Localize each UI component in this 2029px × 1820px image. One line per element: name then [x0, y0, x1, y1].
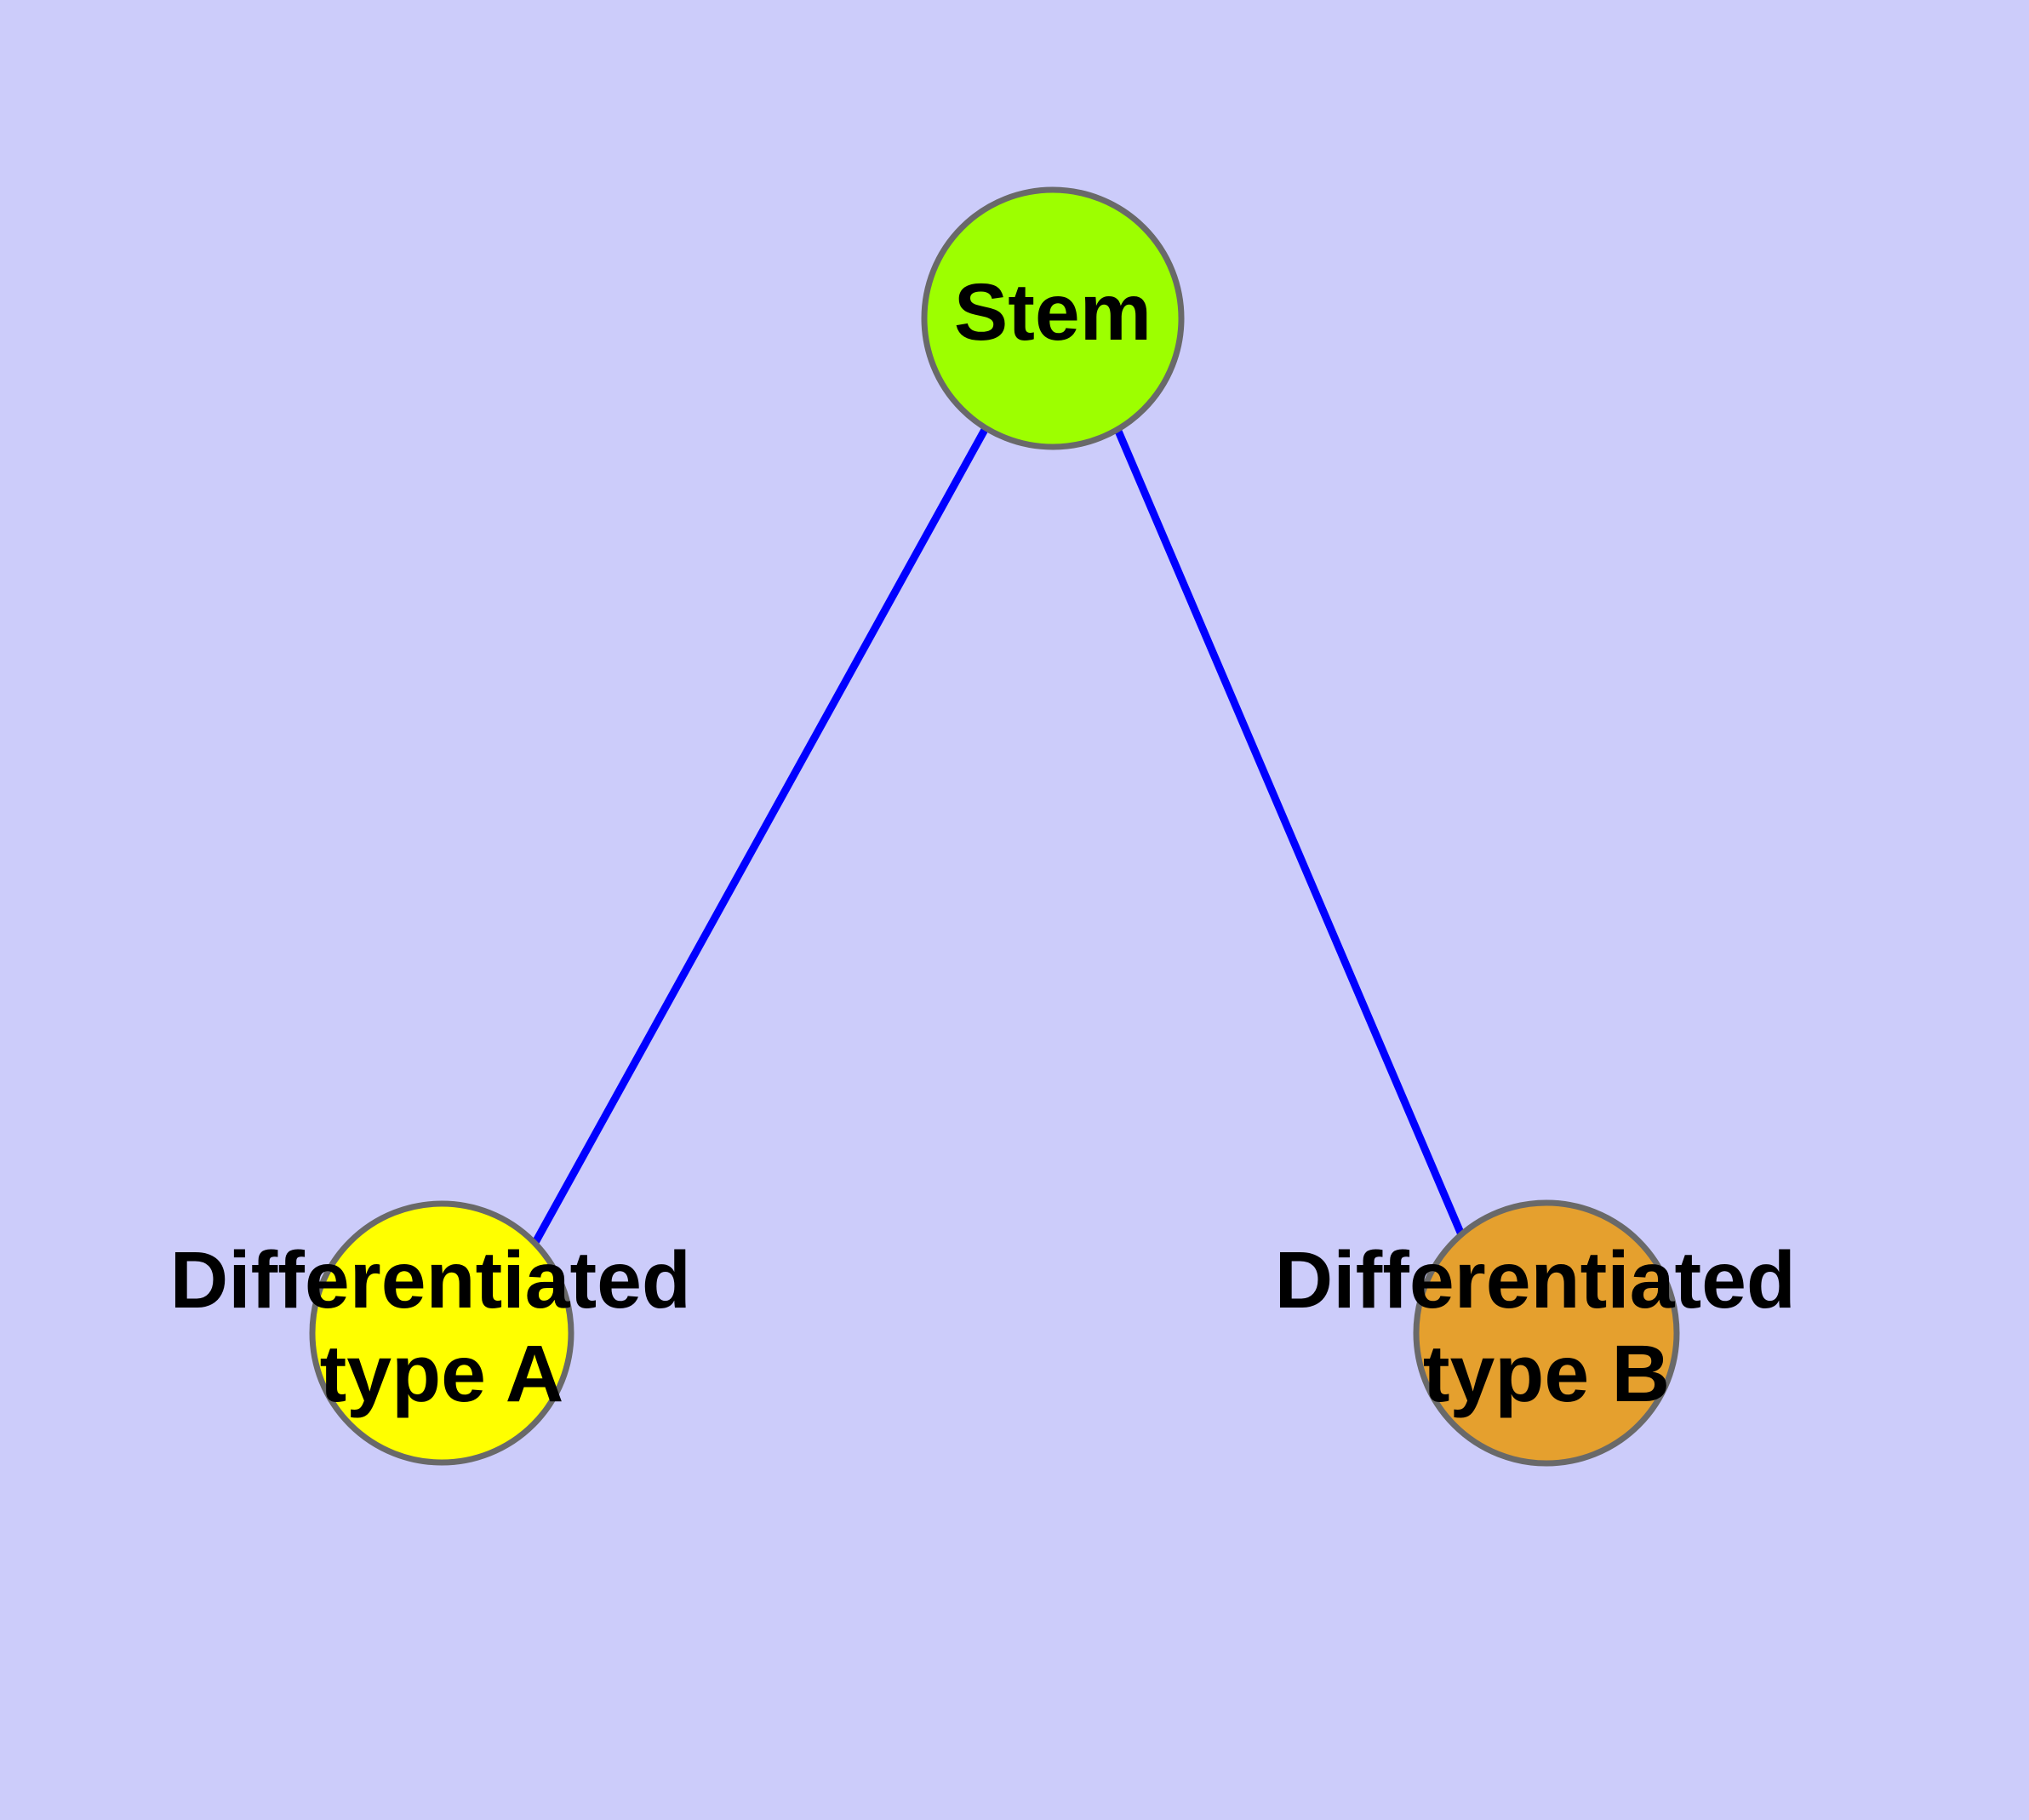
node-differentiated-type-b[interactable]: Differentiated type B [1275, 1199, 1819, 1467]
edge-stem-to-differentiated-type-a[interactable] [529, 426, 989, 1250]
node-differentiated-type-a-label-line-2: type A [320, 1329, 564, 1419]
node-differentiated-type-a[interactable]: Differentiated type A [170, 1200, 714, 1466]
edges-group [529, 426, 1470, 1250]
node-differentiated-type-b-label-line-1: Differentiated [1275, 1235, 1796, 1325]
node-stem[interactable]: Stem [921, 186, 1185, 450]
node-stem-label: Stem [954, 267, 1152, 358]
node-differentiated-type-a-circle[interactable] [309, 1200, 574, 1466]
node-differentiated-type-b-label-line-2: type B [1423, 1329, 1670, 1419]
nodes-group: Stem Differentiated type A Differentiate… [170, 186, 1819, 1467]
node-differentiated-type-a-label-line-1: Differentiated [170, 1235, 691, 1325]
node-differentiated-type-a-label: Differentiated type A [170, 1235, 714, 1419]
edge-stem-to-differentiated-type-b[interactable] [1113, 427, 1470, 1246]
node-stem-circle[interactable] [921, 186, 1185, 450]
node-stem-label-line-1: Stem [954, 267, 1152, 358]
node-differentiated-type-b-circle[interactable] [1413, 1199, 1680, 1467]
node-differentiated-type-b-label: Differentiated type B [1275, 1235, 1819, 1419]
